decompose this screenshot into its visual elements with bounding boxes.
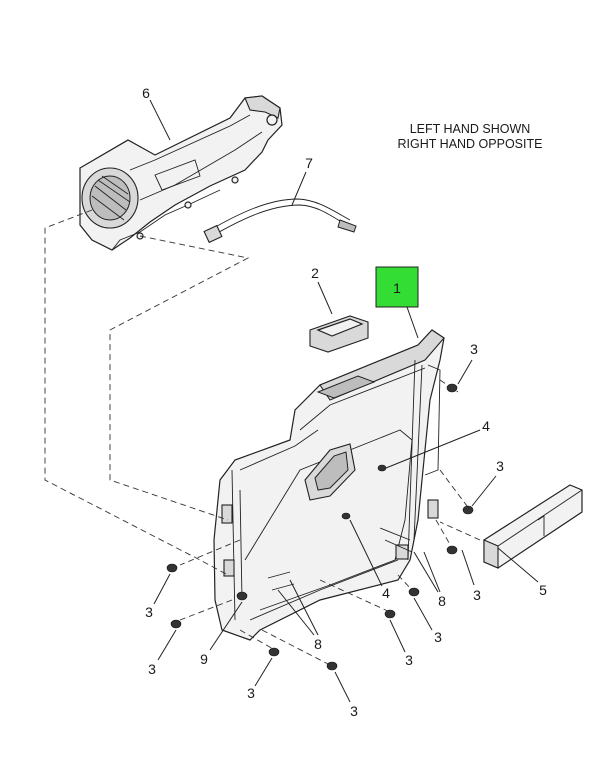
alignment-lines (44, 209, 481, 666)
callout-7: 7 (305, 155, 313, 171)
nuts (166, 383, 474, 671)
wire-harness-part (203, 198, 357, 244)
callout-8-b: 8 (314, 636, 322, 652)
callout-5: 5 (539, 582, 547, 598)
nut-icon (236, 591, 248, 601)
callout-2: 2 (311, 265, 319, 281)
bezel-part (309, 315, 369, 353)
callout-3-d: 3 (434, 629, 442, 645)
foam-block-part (483, 484, 583, 569)
nut-icon (341, 512, 351, 520)
nut-icon (170, 619, 182, 629)
leader-lines (149, 99, 539, 703)
door-trim-panel-part (213, 329, 445, 641)
speaker-housing-part (79, 95, 283, 251)
callout-1-highlight (375, 266, 419, 308)
note-line-1: LEFT HAND SHOWN (410, 122, 531, 136)
nut-icon (446, 383, 458, 393)
callout-3-a: 3 (470, 341, 478, 357)
callout-3-f: 3 (350, 703, 358, 719)
callout-3-e: 3 (405, 652, 413, 668)
nut-icon (446, 545, 458, 555)
note-line-2: RIGHT HAND OPPOSITE (398, 137, 543, 151)
nut-icon (326, 661, 338, 671)
clips (267, 527, 413, 591)
nut-icon (384, 609, 396, 619)
callout-3-g: 3 (247, 685, 255, 701)
callout-4-b: 4 (382, 585, 390, 601)
nut-icon (268, 647, 280, 657)
nut-icon (166, 563, 178, 573)
callout-3-b: 3 (496, 458, 504, 474)
callout-1: 1 (393, 280, 401, 296)
callout-4-a: 4 (482, 418, 490, 434)
callout-6: 6 (142, 85, 150, 101)
nut-icon (408, 587, 420, 597)
callout-9: 9 (200, 651, 208, 667)
nut-icon (462, 505, 474, 515)
callout-3-h: 3 (148, 661, 156, 677)
callout-3-i: 3 (145, 604, 153, 620)
nut-icon (377, 464, 387, 472)
callout-3-c: 3 (473, 587, 481, 603)
callout-8-a: 8 (438, 593, 446, 609)
